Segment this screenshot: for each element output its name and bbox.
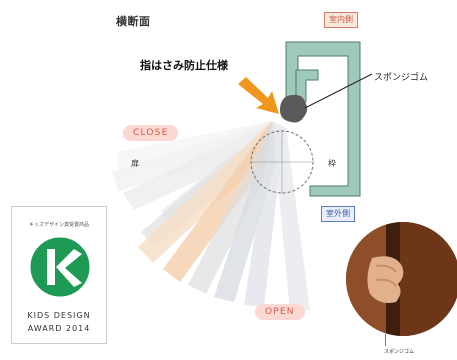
award-line-2: AWARD 2014 — [27, 324, 91, 333]
award-top-text: キッズデザイン賞受賞商品 — [28, 222, 89, 228]
sponge-leader-line — [304, 73, 373, 109]
section-title: 横断面 — [116, 15, 151, 28]
photo-caption: スポンジゴム — [384, 349, 415, 355]
door-swing-fan — [112, 121, 310, 312]
door-photo — [346, 222, 457, 336]
finger-pinch-prevention-label: 指はさみ防止仕様 — [140, 59, 228, 72]
close-label: CLOSE — [123, 125, 179, 141]
award-line-1: KIDS DESIGN — [27, 311, 91, 320]
outdoor-side-tag: 室外側 — [321, 206, 355, 222]
door-position-5 — [117, 121, 283, 172]
open-label: OPEN — [255, 304, 305, 320]
indoor-side-tag: 室内側 — [324, 12, 358, 28]
sponge-rubber-label: スポンジゴム — [374, 73, 429, 83]
sponge-rubber — [280, 94, 308, 123]
kids-design-award-badge: キッズデザイン賞受賞商品 KIDS DESIGN AWARD 2014 — [11, 206, 107, 344]
frame-label: 枠 — [328, 159, 336, 168]
door-position-open — [272, 121, 310, 312]
photo-leader-line — [385, 334, 386, 346]
arrow-icon — [238, 77, 279, 114]
door-position-10 — [244, 121, 283, 307]
door-photo-illustration — [346, 222, 457, 336]
kids-design-logo-icon — [30, 237, 90, 297]
door-label: 扉 — [131, 159, 139, 168]
